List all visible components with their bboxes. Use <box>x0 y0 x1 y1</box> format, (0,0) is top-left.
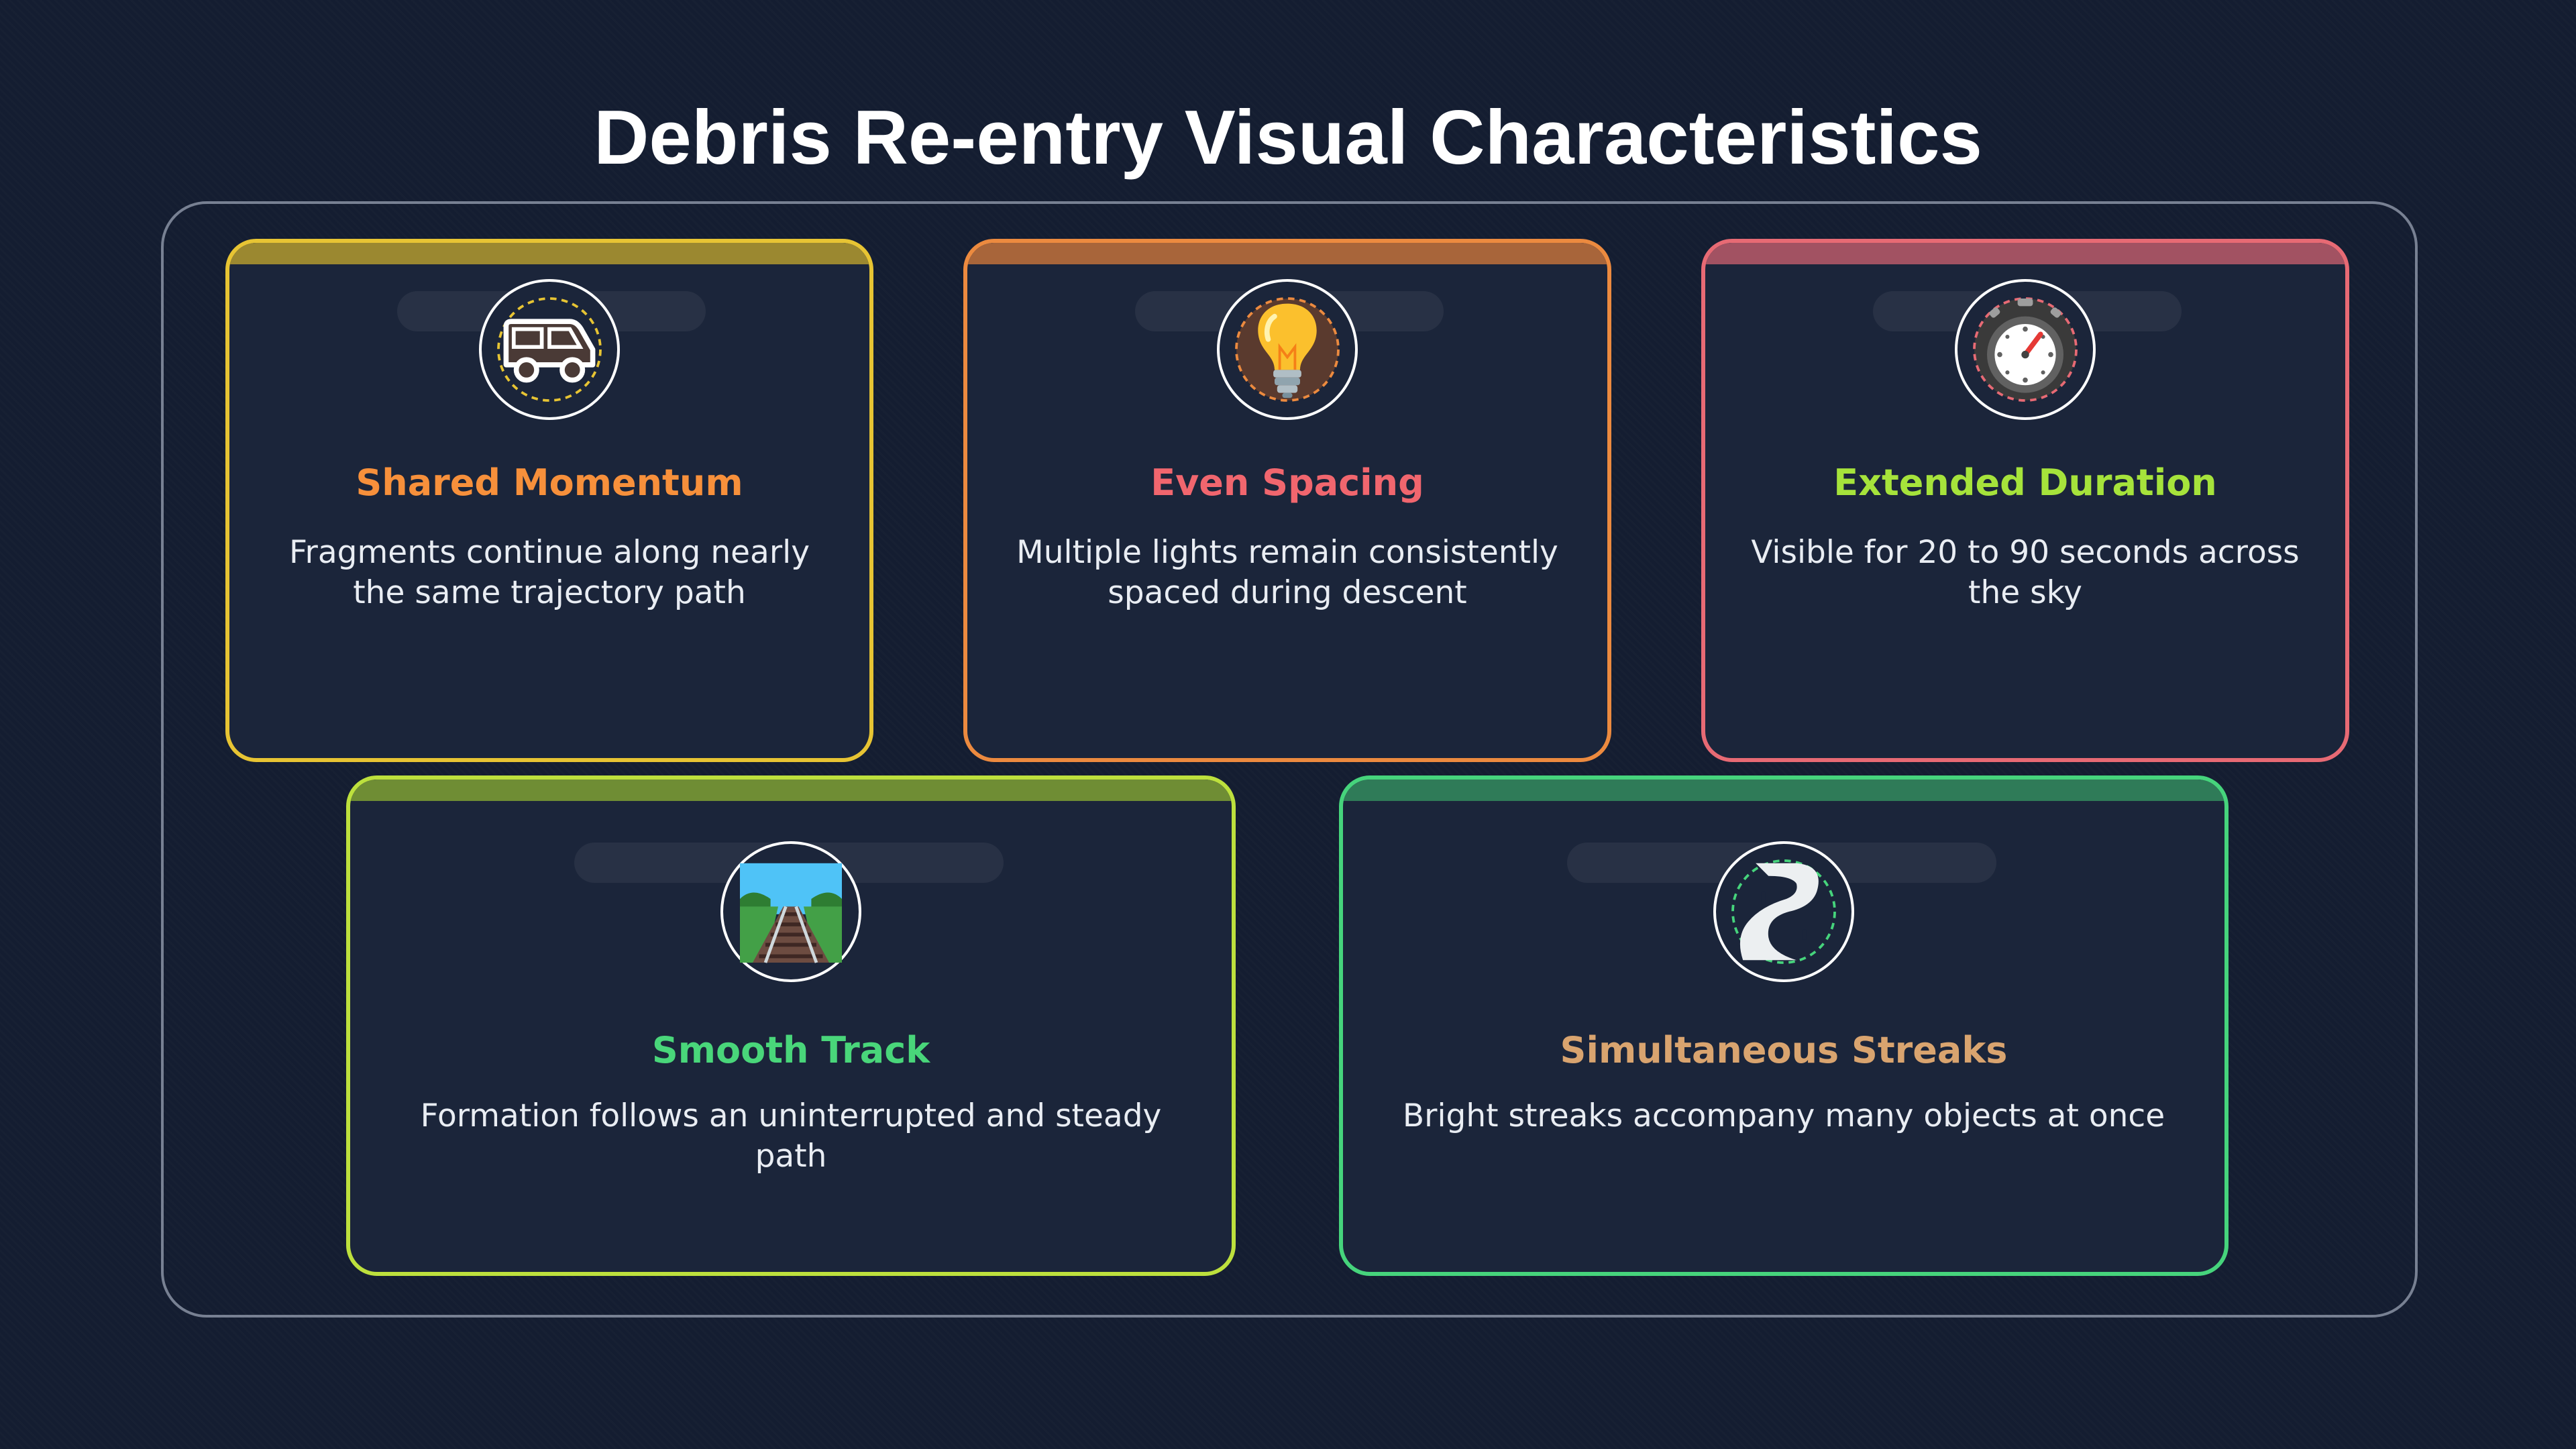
card-accent-bar <box>1343 780 2224 801</box>
content-frame <box>161 201 2418 1318</box>
card-accent-bar <box>967 243 1607 264</box>
icon-ring <box>1713 841 1854 982</box>
icon-ring <box>1217 279 1358 420</box>
van-icon <box>497 297 602 402</box>
card-heading: Extended Duration <box>1833 462 2217 504</box>
card-description: Visible for 20 to 90 seconds across the … <box>1751 534 2300 611</box>
card-accent-bar <box>350 780 1232 801</box>
card-description: Multiple lights remain consistently spac… <box>1016 534 1558 611</box>
card-accent-bar <box>229 243 869 264</box>
winding-road-icon <box>1731 859 1836 964</box>
light-bulb-icon <box>1235 297 1340 402</box>
card-even-spacing: Even Spacing Multiple lights remain cons… <box>963 239 1611 762</box>
card-description: Fragments continue along nearly the same… <box>288 534 810 611</box>
card-heading: Even Spacing <box>1150 462 1424 504</box>
card-heading: Shared Momentum <box>356 462 743 504</box>
railway-track-icon <box>740 863 842 963</box>
card-heading: Simultaneous Streaks <box>1560 1029 2008 1071</box>
page-title: Debris Re-entry Visual Characteristics <box>594 95 1982 180</box>
card-extended-duration: Extended Duration Visible for 20 to 90 s… <box>1701 239 2349 762</box>
card-shared-momentum: Shared Momentum Fragments continue along… <box>225 239 873 762</box>
card-smooth-track: Smooth Track Formation follows an uninte… <box>346 775 1236 1276</box>
icon-ring <box>479 279 620 420</box>
card-description: Formation follows an uninterrupted and s… <box>420 1097 1162 1175</box>
icon-ring <box>1955 279 2096 420</box>
stopwatch-icon <box>1973 297 2078 402</box>
icon-ring <box>720 841 861 982</box>
card-simultaneous-streaks: Simultaneous Streaks Bright streaks acco… <box>1339 775 2229 1276</box>
card-heading: Smooth Track <box>651 1029 930 1071</box>
card-description: Bright streaks accompany many objects at… <box>1402 1097 2165 1134</box>
card-accent-bar <box>1705 243 2345 264</box>
